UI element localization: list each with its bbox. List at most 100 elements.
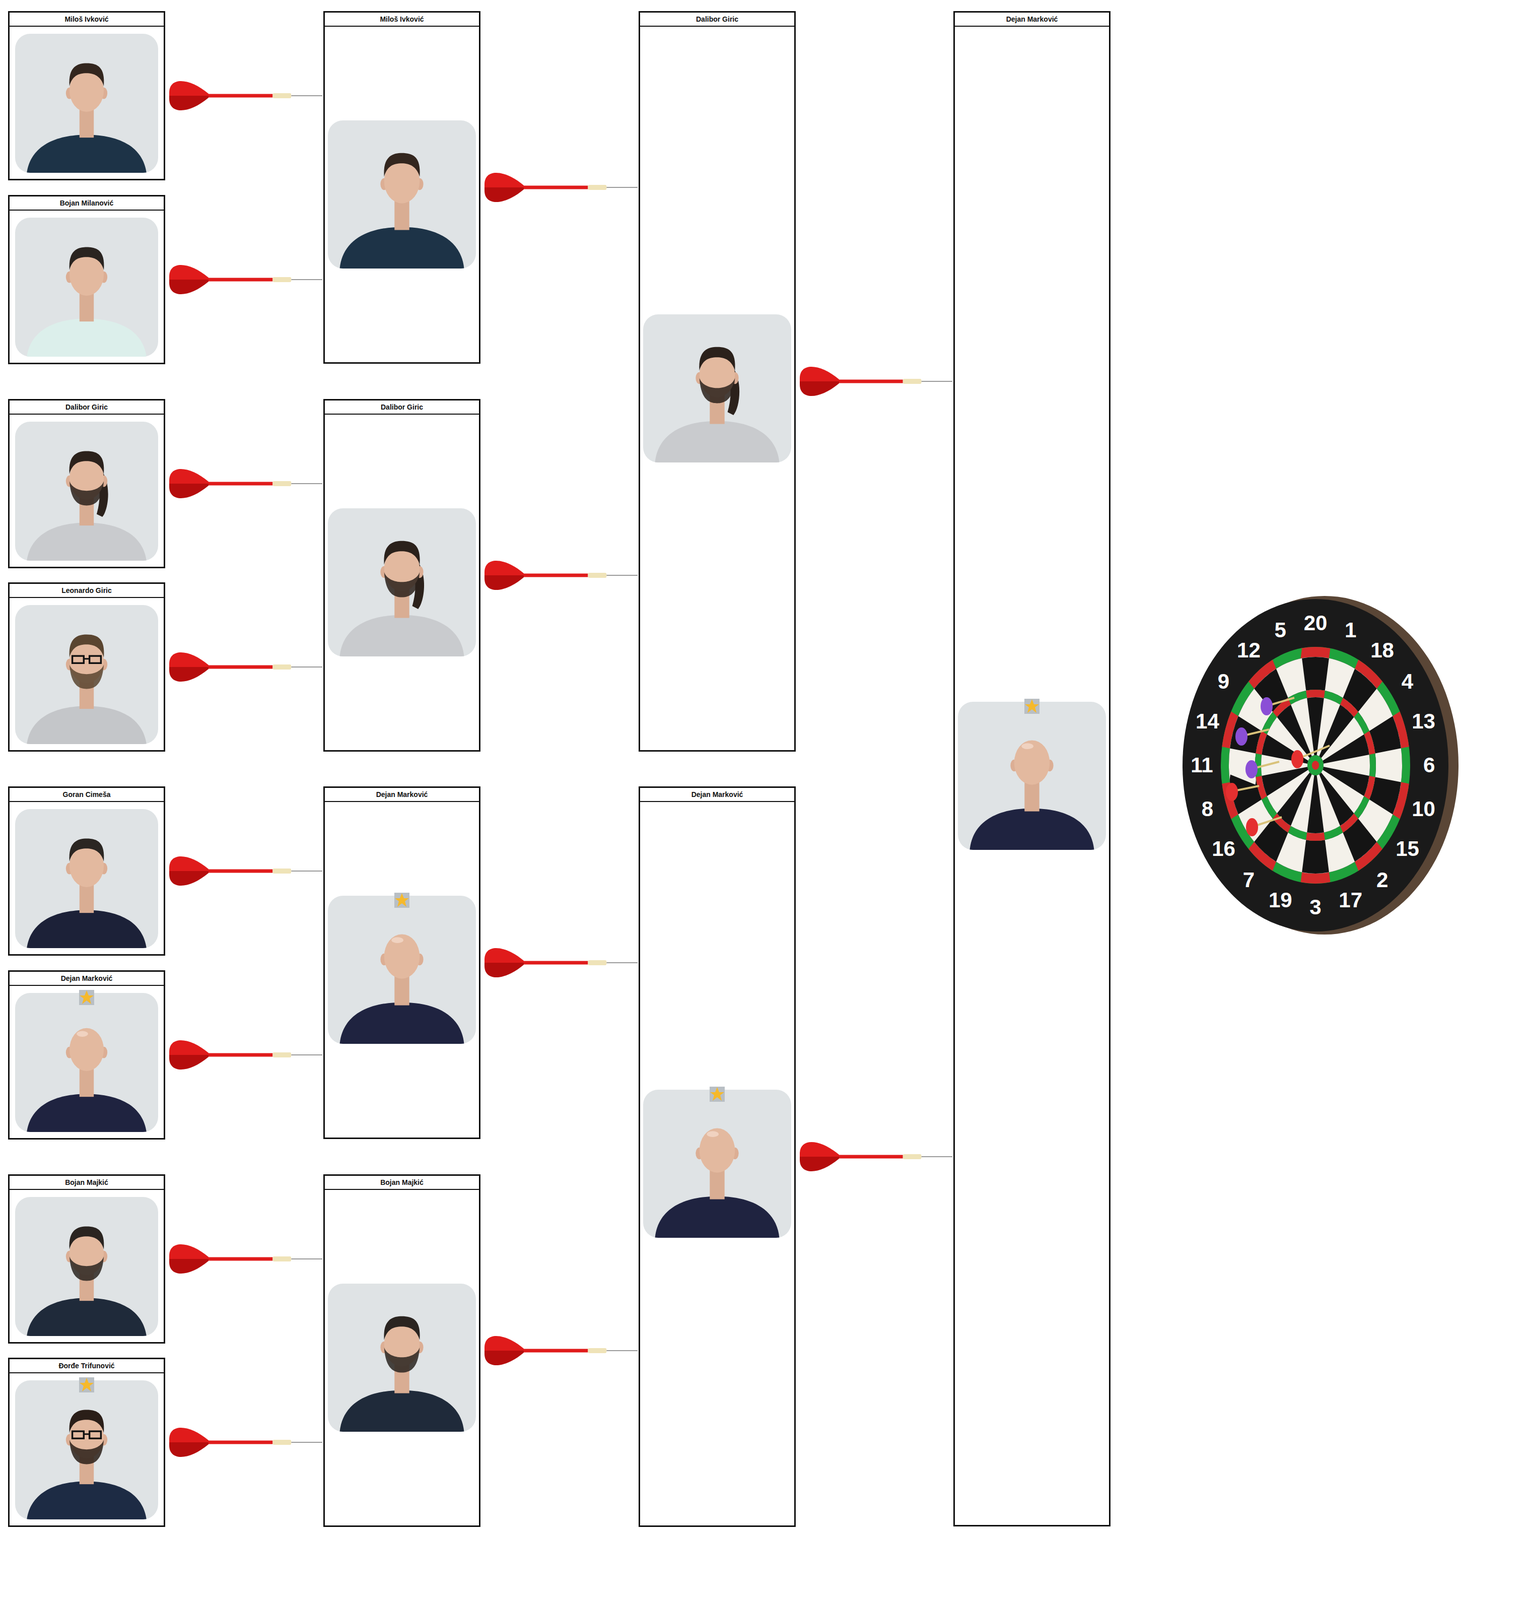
player-photo <box>957 701 1106 850</box>
player-photo <box>15 992 159 1132</box>
name-header: Miloš Ivković <box>9 12 164 27</box>
player-photo <box>15 604 159 744</box>
player-photo <box>643 1089 792 1238</box>
player-box: Goran Cimeša <box>8 786 166 956</box>
player-name: Dalibor Giric <box>65 402 108 411</box>
player-photo <box>327 508 476 657</box>
player-name: Dejan Marković <box>1006 15 1059 24</box>
board-number: 18 <box>1370 639 1395 661</box>
player-photo <box>15 33 159 173</box>
player-name: Đorđe Trifunović <box>58 1361 115 1370</box>
dart-connector <box>169 1039 323 1070</box>
portrait <box>327 508 476 657</box>
name-header: Bojan Majkić <box>9 1175 164 1190</box>
portrait <box>15 217 159 357</box>
board-number: 14 <box>1195 710 1220 732</box>
board-number: 3 <box>1309 896 1322 918</box>
portrait <box>327 1283 476 1432</box>
player-name: Bojan Milanović <box>59 198 114 207</box>
dart-connector <box>169 1427 323 1457</box>
player-box: Dalibor Giric <box>323 398 481 752</box>
player-box: Dejan Marković <box>8 969 166 1140</box>
dart-connector <box>169 81 323 111</box>
player-photo <box>15 217 159 357</box>
board-number: 17 <box>1338 889 1363 911</box>
player-name: Dalibor Giric <box>380 402 424 411</box>
name-header: Goran Cimeša <box>9 787 164 802</box>
player-name: Miloš Ivković <box>379 15 424 24</box>
board-number: 10 <box>1411 798 1436 820</box>
portrait <box>15 992 159 1132</box>
player-box: Leonardo Giric <box>8 582 166 752</box>
player-box: Bojan Majkić <box>8 1173 166 1344</box>
board-number: 2 <box>1376 869 1388 891</box>
player-photo <box>327 120 476 269</box>
player-name: Bojan Majkić <box>64 1177 109 1187</box>
portrait <box>15 421 159 561</box>
winner-star <box>78 988 96 1006</box>
winner-star <box>1023 697 1041 715</box>
player-box: Dalibor Giric <box>638 11 796 752</box>
dart-connector <box>169 856 323 886</box>
player-box: Dalibor Giric <box>8 398 166 569</box>
board-number: 12 <box>1236 639 1261 661</box>
board-number: 19 <box>1268 889 1293 911</box>
portrait <box>327 895 476 1044</box>
player-box: Miloš Ivković <box>8 11 166 181</box>
portrait <box>327 120 476 269</box>
name-header: Bojan Milanović <box>9 196 164 211</box>
player-name: Goran Cimeša <box>62 790 111 799</box>
player-box: Miloš Ivković <box>323 11 481 364</box>
dart-connector <box>799 366 953 396</box>
portrait <box>15 604 159 744</box>
board-number: 6 <box>1423 754 1435 776</box>
player-name: Miloš Ivković <box>64 15 109 24</box>
board-number: 8 <box>1201 798 1214 820</box>
name-header: Dejan Marković <box>954 12 1109 27</box>
player-photo <box>327 895 476 1044</box>
player-name: Dejan Marković <box>60 974 113 983</box>
portrait <box>15 808 159 948</box>
player-photo <box>15 421 159 561</box>
board-number: 16 <box>1211 838 1236 860</box>
player-photo <box>15 1196 159 1336</box>
board-number: 4 <box>1401 670 1414 692</box>
player-box: Đorđe Trifunović <box>8 1357 166 1527</box>
player-photo <box>15 808 159 948</box>
player-box: Dejan Marković <box>323 786 481 1139</box>
board-face <box>1182 598 1449 932</box>
winner-star <box>78 1375 96 1394</box>
portrait <box>643 314 792 463</box>
portrait <box>15 33 159 173</box>
portrait <box>15 1379 159 1519</box>
name-header: Dejan Marković <box>640 787 795 802</box>
dart-connector <box>484 947 638 978</box>
board-number: 11 <box>1190 754 1213 776</box>
player-box: Dejan Marković <box>638 786 796 1527</box>
player-photo <box>15 1379 159 1519</box>
dart-connector <box>484 560 638 590</box>
player-photo <box>643 314 792 463</box>
player-name: Dalibor Giric <box>696 15 739 24</box>
dart-connector <box>169 468 323 499</box>
board-number: 15 <box>1395 838 1420 860</box>
name-header: Dejan Marković <box>324 787 479 802</box>
player-box: Bojan Majkić <box>323 1173 481 1527</box>
name-header: Dejan Marković <box>9 971 164 986</box>
dart-connector <box>484 1335 638 1365</box>
board-number: 13 <box>1411 710 1436 732</box>
player-photo <box>327 1283 476 1432</box>
winner-star <box>393 891 411 909</box>
board-number: 9 <box>1217 670 1230 692</box>
player-name: Leonardo Giric <box>61 586 112 595</box>
player-box: Dejan Marković <box>953 11 1111 1526</box>
board-number: 1 <box>1344 619 1357 641</box>
board-darts <box>1225 697 1330 837</box>
player-name: Dejan Marković <box>376 790 429 799</box>
name-header: Leonardo Giric <box>9 583 164 598</box>
name-header: Bojan Majkić <box>324 1175 479 1190</box>
player-name: Bojan Majkić <box>380 1177 424 1187</box>
name-header: Dalibor Giric <box>9 400 164 415</box>
dart-connector <box>169 264 323 295</box>
